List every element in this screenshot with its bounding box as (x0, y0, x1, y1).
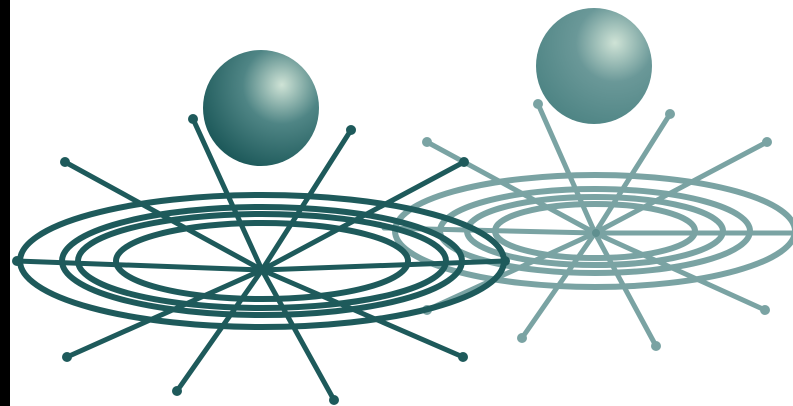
wave-source-point (258, 266, 266, 274)
wave-ring (78, 214, 446, 308)
wave-ring (116, 223, 408, 299)
radial-lines (384, 104, 793, 346)
sphere-front (203, 50, 319, 166)
spherical-wave-back (384, 99, 793, 351)
wave-source-point (592, 229, 600, 237)
sphere-back (536, 8, 652, 124)
